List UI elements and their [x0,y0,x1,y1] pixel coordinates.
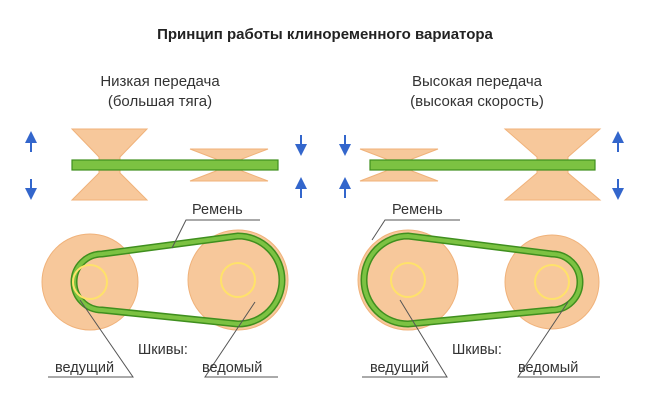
right-driven-label: ведомый [518,360,579,376]
left-drive-hub [72,264,108,300]
right-drive-label: ведущий [370,360,430,376]
left-mode-label: Низкая передача [100,73,220,90]
left-pulleys-label: Шкивы: [138,342,188,358]
left-driven-label: ведомый [202,360,263,376]
right-belt-leader [371,219,460,241]
left-belt-side [71,159,279,171]
right-drive-leader [362,299,448,378]
right-drive-hub [390,262,426,298]
left-drive-label: ведущий [55,360,115,376]
right-driven-hub [534,264,570,300]
left-drive-leader [48,299,134,378]
left-caption: Низкая передача (большая тяга) [60,72,260,112]
left-driven-pulley [187,229,289,331]
right-mode-label: Высокая передача [411,73,543,90]
left-drive-pulley [41,233,139,331]
left-belt-leader [171,219,260,249]
right-belt-side [369,159,596,171]
left-driven-hub [220,262,256,298]
right-pulleys-label: Шкивы: [452,342,502,358]
right-drive-pulley [357,229,459,331]
left-belt-label: Ремень [192,202,243,218]
right-driven-pulley [504,234,600,330]
left-mode-note: (большая тяга) [107,93,213,110]
left-driven-leader [204,301,278,378]
right-driven-leader [517,301,600,378]
right-mode-note: (высокая скорость) [410,93,544,110]
right-caption: Высокая передача (высокая скорость) [372,72,582,112]
diagram-title: Принцип работы клиноременного вариатора [157,26,493,43]
right-belt-label: Ремень [392,202,443,218]
